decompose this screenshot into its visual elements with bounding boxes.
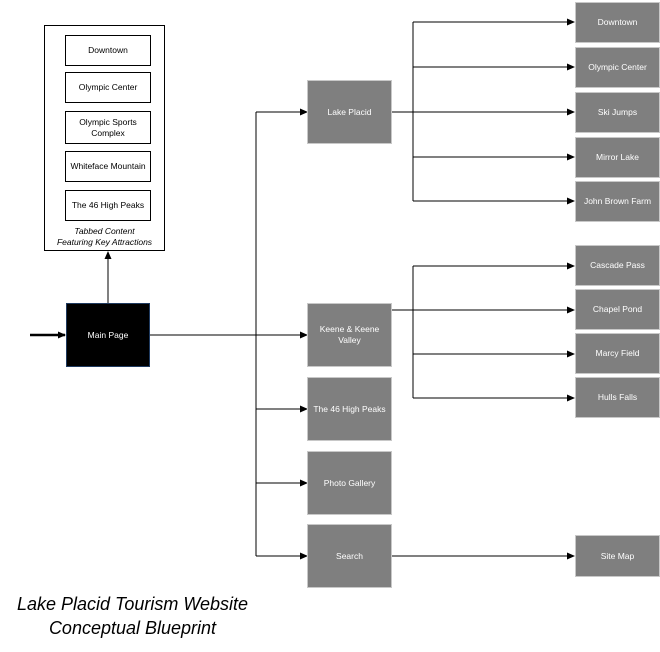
- page-marcy-field[interactable]: Marcy Field: [575, 333, 660, 374]
- page-mirror-lake[interactable]: Mirror Lake: [575, 137, 660, 178]
- tab-46-high-peaks[interactable]: The 46 High Peaks: [65, 190, 151, 221]
- page-ski-jumps[interactable]: Ski Jumps: [575, 92, 660, 133]
- page-olympic-center[interactable]: Olympic Center: [575, 47, 660, 88]
- page-john-brown-farm[interactable]: John Brown Farm: [575, 181, 660, 222]
- page-site-map[interactable]: Site Map: [575, 535, 660, 577]
- tab-downtown[interactable]: Downtown: [65, 35, 151, 66]
- page-hulls-falls[interactable]: Hulls Falls: [575, 377, 660, 418]
- page-chapel-pond[interactable]: Chapel Pond: [575, 289, 660, 330]
- section-lake-placid[interactable]: Lake Placid: [307, 80, 392, 144]
- section-search[interactable]: Search: [307, 524, 392, 588]
- caption-line-2: Featuring Key Attractions: [56, 237, 153, 248]
- section-photo-gallery[interactable]: Photo Gallery: [307, 451, 392, 515]
- tab-olympic-sports-complex[interactable]: Olympic Sports Complex: [65, 111, 151, 144]
- tabbed-panel-caption: Tabbed Content Featuring Key Attractions: [44, 226, 165, 248]
- page-downtown[interactable]: Downtown: [575, 2, 660, 43]
- tab-whiteface-mountain[interactable]: Whiteface Mountain: [65, 151, 151, 182]
- section-46-high-peaks[interactable]: The 46 High Peaks: [307, 377, 392, 441]
- section-keene-valley[interactable]: Keene & Keene Valley: [307, 303, 392, 367]
- tab-olympic-center[interactable]: Olympic Center: [65, 72, 151, 103]
- caption-line-1: Tabbed Content: [74, 226, 135, 236]
- main-page-node[interactable]: Main Page: [66, 303, 150, 367]
- diagram-title: Lake Placid Tourism Website Conceptual B…: [0, 592, 265, 641]
- title-line-2: Conceptual Blueprint: [48, 618, 217, 639]
- title-line-1: Lake Placid Tourism Website: [16, 594, 249, 614]
- page-cascade-pass[interactable]: Cascade Pass: [575, 245, 660, 286]
